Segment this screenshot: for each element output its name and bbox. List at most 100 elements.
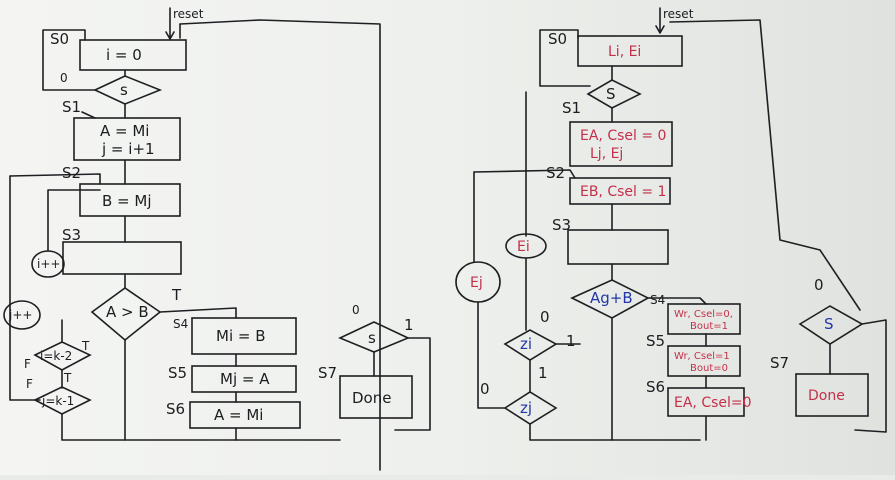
right-one-b: 1 <box>538 364 548 382</box>
right-s7-label: S7 <box>770 354 789 372</box>
left-s5-label: S5 <box>168 364 187 382</box>
right-s3-box <box>567 229 669 265</box>
left-s4-text: Mi = B <box>216 327 266 345</box>
left-agtb-true: T <box>171 286 182 304</box>
left-jk-line <box>61 413 126 441</box>
right-s5-text-a: Wr, Csel=1 <box>674 351 730 362</box>
right-flowchart: reset S0 Li, Ei S S1 EA, Csel = 0 Lj, Ej… <box>455 7 887 441</box>
left-s6-text: A = Mi <box>214 406 263 424</box>
left-ik-false: F <box>24 357 31 371</box>
right-s1-text-a: EA, Csel = 0 <box>580 128 666 144</box>
right-zero-a: 0 <box>540 308 550 326</box>
right-s1-box <box>569 121 673 167</box>
left-s0-label: S0 <box>50 30 69 48</box>
right-zj-diamond <box>503 391 558 425</box>
left-jk-text: j=k-1 <box>41 394 74 408</box>
right-s4-label: S4 <box>650 293 665 307</box>
left-ik-text: i=k-2 <box>40 349 72 363</box>
right-s1-label: S1 <box>562 99 581 117</box>
left-done-text: Done <box>352 389 391 407</box>
left-ik-diamond <box>33 341 92 371</box>
left-reset-arrow <box>165 7 175 40</box>
right-s7-diamond-text: S <box>824 315 834 333</box>
left-agtb-true-line <box>159 307 237 319</box>
left-agtb-text: A > B <box>106 303 149 321</box>
left-s6-label: S6 <box>166 400 185 418</box>
left-s0-text: i = 0 <box>106 46 142 64</box>
left-one-label: 1 <box>404 316 414 334</box>
left-ik-mid: T <box>63 371 72 385</box>
left-jinc-text: j++ <box>8 308 32 322</box>
left-ik-true: T <box>81 339 90 353</box>
left-done-box <box>339 375 413 419</box>
left-s-diamond <box>93 75 163 105</box>
left-iinc-loop <box>47 189 101 252</box>
right-done-box <box>795 373 869 417</box>
right-s2-conn <box>473 169 576 179</box>
left-s0-box <box>79 39 187 71</box>
right-zj-text: zj <box>520 399 532 417</box>
right-s5-label: S5 <box>646 332 665 350</box>
right-s-text: S <box>606 85 616 103</box>
left-zero2-label: 0 <box>352 303 360 317</box>
right-ej-text: Ej <box>470 275 483 291</box>
left-jk-false: F <box>26 377 33 391</box>
right-s4-box <box>667 303 741 335</box>
left-s2-text: B = Mj <box>102 192 152 210</box>
right-s0-text: Li, Ei <box>608 44 641 60</box>
left-s1-label: S1 <box>62 98 81 116</box>
left-s-text: s <box>120 81 128 99</box>
left-s3-label: S3 <box>62 226 81 244</box>
left-s1-tick <box>81 111 96 119</box>
left-s7-label: S7 <box>318 364 337 382</box>
right-zi-text: zi <box>520 335 532 353</box>
right-zj-in <box>477 301 506 409</box>
left-s2-box <box>79 183 181 217</box>
left-jk-diamond <box>33 386 92 415</box>
right-done-text: Done <box>808 388 845 404</box>
right-feedback-line <box>669 19 861 311</box>
right-reset-label: reset <box>663 7 694 21</box>
right-s-diamond <box>586 79 642 109</box>
left-s2-label: S2 <box>62 164 81 182</box>
right-agtb-text: Ag+B <box>590 289 633 307</box>
left-reset-label: reset <box>173 7 204 21</box>
right-s4-text-b: Bout=1 <box>690 321 728 332</box>
right-zj-out <box>529 423 701 441</box>
left-s1-box <box>73 117 181 161</box>
left-s4-label: S4 <box>173 317 188 331</box>
left-s6-box <box>189 401 301 429</box>
right-agtb-true-line <box>647 297 707 305</box>
right-s2-label: S2 <box>546 164 565 182</box>
right-s2-box <box>569 177 671 205</box>
left-feedback-line <box>179 19 381 471</box>
right-s1-text-b: Lj, Ej <box>590 146 623 162</box>
left-jinc-loop <box>9 175 41 401</box>
left-jinc-oval <box>3 300 41 330</box>
right-zero-s: 0 <box>814 276 824 294</box>
right-s0-box <box>577 35 683 67</box>
right-one-a: 1 <box>566 332 576 350</box>
right-ei-text: Ei <box>517 239 530 255</box>
left-s1-text-j: j = i+1 <box>101 140 155 158</box>
right-s2-text: EB, Csel = 1 <box>580 184 666 200</box>
left-s4-box <box>191 317 297 355</box>
left-s7-true-line <box>394 337 431 431</box>
right-s5-box <box>667 345 741 377</box>
left-s2-conn <box>9 159 126 185</box>
right-s7-true-line <box>854 319 887 433</box>
right-s3-label: S3 <box>552 216 571 234</box>
left-s0-loop <box>42 29 96 91</box>
left-s5-box <box>191 365 297 393</box>
right-s4-text-a: Wr, Csel=0, <box>674 309 733 320</box>
right-s5-text-b: Bout=0 <box>690 363 728 374</box>
right-s0-label: S0 <box>548 30 567 48</box>
right-zero-b: 0 <box>480 380 490 398</box>
left-iinc-text: i++ <box>37 257 60 271</box>
left-zero-label: 0 <box>60 71 68 85</box>
left-s7-diamond-text: s <box>368 329 376 347</box>
left-s5-text: Mj = A <box>220 370 270 388</box>
